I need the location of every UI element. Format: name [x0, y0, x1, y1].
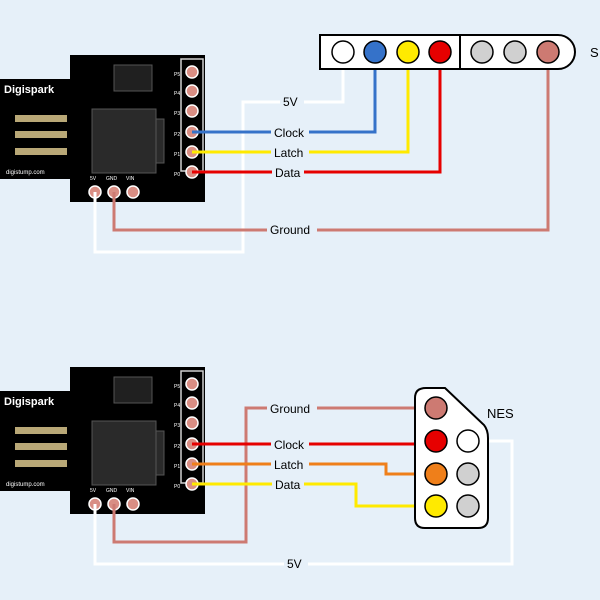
pin-label-5v: 5V — [90, 176, 97, 182]
board-site: digistump.com — [6, 482, 45, 488]
snes-diagram: Digispark digistump.com P5 P4 P3 P2 P1 P… — [0, 34, 599, 254]
pin-label-p3: P3 — [174, 423, 180, 429]
pin-label-p0: P0 — [174, 484, 180, 490]
label-latch-bottom: Latch — [274, 458, 303, 472]
label-clock-bottom: Clock — [274, 438, 305, 452]
nes-title: NES — [487, 406, 514, 421]
wire-5v-top — [93, 63, 345, 254]
nes-connector — [414, 387, 489, 529]
wire-latch-top — [192, 63, 410, 154]
digispark-board-top: Digispark digistump.com P5 P4 P3 P2 P1 P… — [0, 54, 206, 203]
pin-label-vin: VIN — [126, 176, 135, 182]
snes-pin-1 — [331, 40, 355, 64]
pin-label-p3: P3 — [174, 111, 180, 117]
wire-data-bottom — [192, 482, 435, 508]
snes-pin-3 — [396, 40, 420, 64]
wire-5v-bottom — [93, 439, 514, 566]
board-name: Digispark — [4, 84, 55, 96]
board-site: digistump.com — [6, 170, 45, 176]
nes-pin-6 — [456, 462, 480, 486]
pin-label-p1: P1 — [174, 464, 180, 470]
wire-latch-bottom — [192, 462, 435, 476]
label-5v-bottom: 5V — [287, 557, 302, 571]
nes-pin-7 — [456, 494, 480, 518]
label-ground-bottom: Ground — [270, 402, 310, 416]
pin-label-p4: P4 — [174, 91, 180, 97]
pin-label-p2: P2 — [174, 444, 180, 450]
wire-ground-top — [112, 63, 550, 232]
label-ground-top: Ground — [270, 223, 310, 237]
pin-label-p5: P5 — [174, 72, 180, 78]
snes-pin-5 — [470, 40, 494, 64]
pin-label-gnd: GND — [106, 176, 118, 182]
pin-label-vin: VIN — [126, 488, 135, 494]
pin-label-p4: P4 — [174, 403, 180, 409]
nes-pin-latch — [424, 462, 448, 486]
snes-pin-6 — [503, 40, 527, 64]
snes-title: S — [590, 45, 599, 60]
label-data-bottom: Data — [275, 478, 301, 492]
wire-data-top — [192, 63, 442, 174]
snes-connector — [319, 34, 577, 70]
pin-label-p0: P0 — [174, 172, 180, 178]
nes-pin-data — [424, 494, 448, 518]
nes-pin-ground — [424, 396, 448, 420]
label-data-top: Data — [275, 166, 301, 180]
nes-pin-5v — [456, 429, 480, 453]
label-latch-top: Latch — [274, 146, 303, 160]
wire-clock-top — [192, 63, 377, 134]
digispark-board-bottom: Digispark digistump.com P5 P4 P3 P2 P1 P… — [0, 366, 206, 515]
pin-label-p1: P1 — [174, 152, 180, 158]
snes-pin-4 — [428, 40, 452, 64]
label-5v-top: 5V — [283, 95, 298, 109]
label-clock-top: Clock — [274, 126, 305, 140]
snes-pin-2 — [363, 40, 387, 64]
pin-label-5v: 5V — [90, 488, 97, 494]
pin-label-gnd: GND — [106, 488, 118, 494]
pin-label-p2: P2 — [174, 132, 180, 138]
pin-label-p5: P5 — [174, 384, 180, 390]
snes-pin-7 — [536, 40, 560, 64]
board-name: Digispark — [4, 396, 55, 408]
nes-pin-clock — [424, 429, 448, 453]
nes-diagram: Digispark digistump.com P5 P4 P3 P2 P1 P… — [0, 366, 514, 571]
